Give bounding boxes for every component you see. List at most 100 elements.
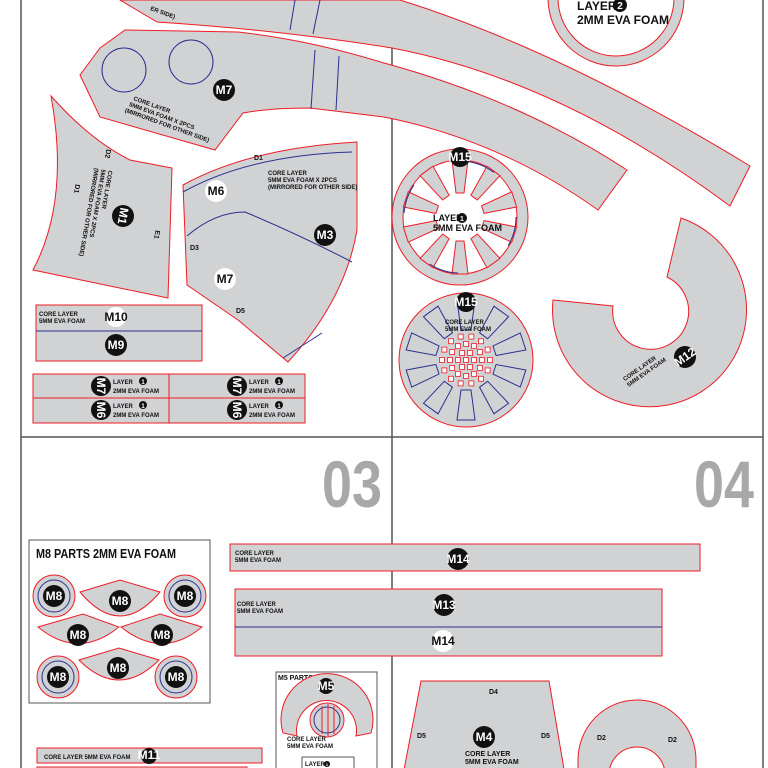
m6-mark-d1: D1	[254, 155, 263, 162]
cell-badge: M7	[230, 378, 244, 395]
layer-grid: M7 LAYER 1 2MM EVA FOAM M7 LAYER 1 2MM E…	[32, 373, 306, 424]
cell-num: 1	[277, 380, 281, 386]
wheel-spoke	[402, 220, 440, 243]
m4-piece: D4 D5 D5 M4 CORE LAYER 5MM EVA FOAM	[403, 680, 565, 768]
m4-mark-d5-right: D5	[541, 733, 550, 740]
disc-hole	[441, 367, 448, 374]
layer2-ring-piece: LAYER 2 2MM EVA FOAM	[547, 0, 685, 67]
cell-foam: 2MM EVA FOAM	[249, 413, 295, 419]
d2-arch-piece: D2 D2	[577, 699, 697, 768]
m8-badge-label: M8	[50, 670, 67, 684]
disc-spoke-guide	[405, 363, 440, 388]
cell-layer: LAYER	[113, 380, 133, 386]
m1-mark-d1: D1	[72, 184, 80, 194]
m4-mark-d4: D4	[489, 689, 498, 696]
disc-hole	[459, 350, 465, 356]
cell-foam: 2MM EVA FOAM	[113, 389, 159, 395]
m15b-line-1: CORE LAYER	[445, 320, 484, 326]
disc-hole	[484, 367, 491, 374]
disc-spoke-guides	[405, 299, 527, 421]
disc-hole	[455, 343, 461, 350]
m11-strip-piece: CORE LAYER 5MM EVA FOAM M11	[36, 747, 263, 768]
disc-hole	[463, 357, 469, 363]
cell-layer: LAYER	[113, 404, 133, 410]
m15-num: 1	[460, 216, 464, 223]
disc-hole	[468, 380, 475, 387]
m6-badge: M6	[208, 184, 225, 198]
layer-cell: M7 LAYER 1 2MM EVA FOAM	[91, 376, 159, 396]
disc-hole	[447, 357, 453, 363]
m1-mark-e1: E1	[152, 230, 160, 240]
disc-hole	[441, 346, 448, 353]
disc-hole	[455, 370, 461, 377]
ring-foam: 2MM EVA FOAM	[577, 13, 669, 27]
m11-label: CORE LAYER 5MM EVA FOAM	[44, 755, 130, 761]
cell-badge: M6	[230, 402, 244, 419]
disc-hole	[455, 357, 461, 363]
cell-layer: LAYER	[249, 404, 269, 410]
m1-badge: M1	[115, 207, 132, 226]
m5-line-2: 5MM EVA FOAM	[287, 744, 333, 750]
ring-layer: LAYER	[577, 0, 617, 13]
m7-badge	[213, 79, 235, 101]
cell-num: 1	[141, 380, 145, 386]
wheel-spoke	[480, 220, 518, 243]
m14-line-1: CORE LAYER	[235, 551, 274, 557]
disc-hole	[478, 375, 484, 382]
m15-badge: M15	[448, 150, 472, 164]
m14-strip-piece: CORE LAYER 5MM EVA FOAM M14	[229, 543, 701, 572]
m5-layer: LAYER	[305, 762, 325, 768]
disc-holes	[439, 333, 493, 387]
m14-white-badge: M14	[431, 634, 455, 648]
m10-badge: M10	[104, 310, 128, 324]
m4-badge: M4	[476, 730, 493, 744]
m8-badge	[107, 657, 129, 679]
disc-hole	[459, 364, 465, 370]
m8-badge	[43, 585, 65, 607]
wheel-spoke	[470, 233, 501, 269]
m15-foam: 5MM EVA FOAM	[433, 223, 502, 233]
m12-piece: M12 CORE LAYER 5MM EVA FOAM	[552, 217, 747, 408]
cell-num: 1	[277, 404, 281, 410]
disc-hole	[478, 338, 484, 345]
m10-line-1: CORE LAYER	[39, 312, 78, 318]
m5-badge: M5	[318, 679, 335, 693]
cell-foam: 2MM EVA FOAM	[249, 389, 295, 395]
m15-disc-piece: M15 CORE LAYER 5MM EVA FOAM	[398, 292, 534, 428]
disc-hole	[463, 341, 469, 347]
disc-hole	[457, 380, 464, 387]
cell-badge: M7	[94, 378, 108, 395]
m15-wheel-piece: M15 LAYER 1 5MM EVA FOAM	[391, 147, 529, 286]
layer-cell: M7 LAYER 1 2MM EVA FOAM	[227, 376, 295, 396]
disc-spoke-guide	[492, 332, 527, 357]
disc-hole	[484, 346, 491, 353]
wheel-spoke	[402, 191, 440, 214]
m6-line-2: 5MM EVA FOAM X 2PCS	[268, 178, 337, 184]
m15b-line-2: 5MM EVA FOAM	[445, 327, 491, 333]
m8-badge-label: M8	[177, 589, 194, 603]
sheet-number-03: 03	[322, 447, 382, 521]
m8-badge-label: M8	[168, 670, 185, 684]
m5-parts-box: M5 PARTS M5 CORE LAYER 5MM EVA FOAM LAYE…	[275, 671, 378, 768]
m14-badge: M14	[446, 552, 470, 566]
cell-layer: LAYER	[249, 380, 269, 386]
disc-spoke-guide	[478, 305, 510, 340]
disc-hole	[463, 373, 469, 379]
disc-hole	[457, 333, 464, 340]
m13-m14-piece: CORE LAYER 5MM EVA FOAM M13 M14	[234, 588, 663, 657]
m4-mark-d5-left: D5	[417, 733, 426, 740]
m6-piece: M6 M3 M7 CORE LAYER 5MM EVA FOAM X 2PCS …	[182, 141, 358, 363]
wheel-spoke	[480, 191, 518, 214]
disc-spoke-guide	[405, 332, 440, 357]
m9-badge: M9	[108, 338, 125, 352]
m13-badge: M13	[432, 598, 456, 612]
m15b-badge: M15	[454, 295, 478, 309]
m10-m9-piece: CORE LAYER 5MM EVA FOAM M10 M9	[35, 304, 203, 362]
cell-badge: M6	[94, 402, 108, 419]
m5-line-1: CORE LAYER	[287, 737, 326, 743]
wheel-spoke	[451, 240, 469, 275]
m8-badge	[47, 666, 69, 688]
m4-line-1: CORE LAYER	[465, 751, 510, 758]
m8-badge-label: M8	[110, 661, 127, 675]
